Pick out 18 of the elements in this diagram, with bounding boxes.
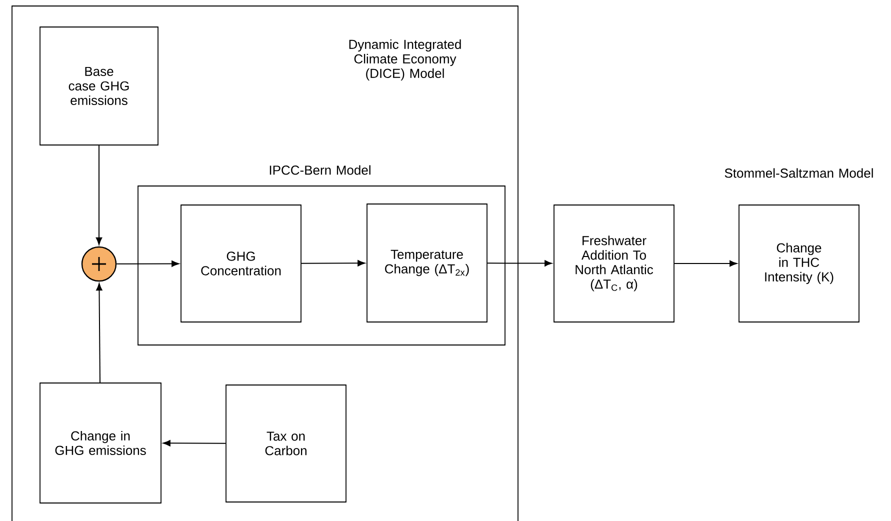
arrow — [486, 260, 552, 266]
process-box: Tax on Carbon — [226, 384, 346, 502]
process-box: Change in GHG emissions — [40, 382, 162, 504]
arrow — [674, 260, 738, 267]
arrow — [300, 260, 366, 266]
process-box: Temperature Change (ΔT$_{2x}$) — [366, 204, 488, 322]
arrow — [96, 283, 102, 384]
process-box: GHG Concentration — [180, 204, 302, 322]
process-box: Freshwater Addition To North Atlantic (ΔT$_{C}$, α) — [554, 204, 674, 322]
box-heading: Stommel-Saltzman Model — [724, 168, 873, 178]
summing-junction — [81, 246, 117, 282]
process-box: Base case GHG emissions — [40, 26, 158, 146]
arrow — [96, 144, 102, 245]
process-box: Change in THC Intensity (K) — [738, 204, 860, 322]
arrow — [162, 440, 226, 446]
arrow — [116, 260, 180, 267]
box-heading: IPCC-Bern Model — [270, 165, 370, 175]
box-heading: Dynamic Integrated Climate Economy (DICE) Model — [349, 39, 461, 81]
